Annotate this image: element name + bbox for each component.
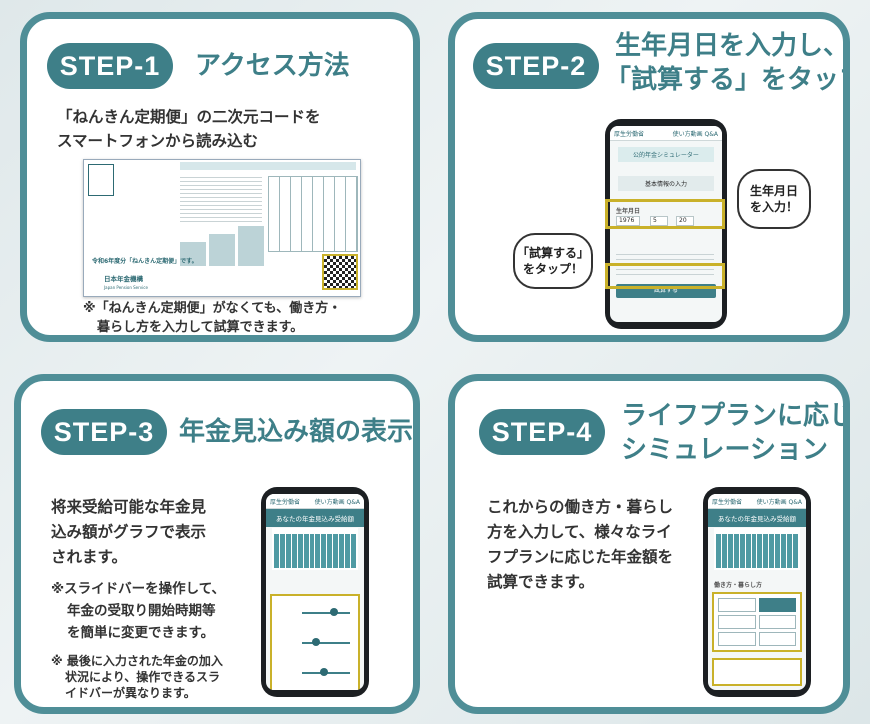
- step2-title-line2: 「試算する」をタップ: [605, 65, 850, 95]
- step1-card: STEP-1 アクセス方法 「ねんきん定期便」の二次元コードを スマートフォンか…: [20, 12, 420, 342]
- option-card[interactable]: [758, 615, 796, 629]
- step3-small-line1: ※ 最後に入力された年金の加入: [51, 654, 223, 668]
- step2-title-line1: 生年月日を入力し、: [615, 31, 850, 61]
- step3-screen: 厚生労働省使い方動画 Q&A あなたの年金見込み受給額: [266, 494, 364, 690]
- screen-top-bar: 厚生労働省使い方動画 Q&A: [610, 126, 722, 141]
- pension-bar-chart: [714, 528, 800, 570]
- step4-phone: 厚生労働省使い方動画 Q&A あなたの年金見込み受給額 働き方・暮らし方: [703, 487, 811, 697]
- step4-desc-line3: フプランに応じた年金額を: [487, 548, 674, 566]
- step1-desc-line2: スマートフォンから読み込む: [57, 132, 259, 150]
- step1-desc-line1: 「ねんきん定期便」の二次元コードを: [57, 108, 321, 126]
- step1-note-line2: 暮らし方を入力して試算できます。: [97, 320, 304, 335]
- slider-2[interactable]: [302, 642, 350, 644]
- result-header: あなたの年金見込み受給額: [708, 509, 806, 527]
- slider-panel: [270, 594, 360, 690]
- option-card[interactable]: [758, 632, 796, 646]
- option-card[interactable]: [718, 632, 756, 646]
- screen-top-bar: 厚生労働省使い方動画 Q&A: [266, 494, 364, 509]
- calculate-highlight: [605, 263, 725, 289]
- step4-badge: STEP-4: [479, 409, 605, 455]
- japan-pension-service-logo: 日本年金機構 Japan Pension Service: [104, 275, 148, 290]
- option-card-selected[interactable]: [758, 598, 796, 612]
- step3-note-line2: 年金の受取り開始時期等: [67, 603, 216, 619]
- result-header: あなたの年金見込み受給額: [266, 509, 364, 527]
- step2-phone: 厚生労働省使い方動画 Q&A 公的年金シミュレーター 基本情報の入力 生年月日 …: [605, 119, 727, 329]
- simulator-header: 公的年金シミュレーター: [618, 147, 714, 162]
- step3-note-line1: ※スライドバーを操作して、: [51, 581, 226, 597]
- step4-screen: 厚生労働省使い方動画 Q&A あなたの年金見込み受給額 働き方・暮らし方: [708, 494, 806, 690]
- lifestyle-section-label: 働き方・暮らし方: [714, 582, 763, 589]
- step3-desc-line2: 込み額がグラフで表示: [51, 523, 207, 541]
- step4-desc-line4: 試算できます。: [487, 573, 594, 591]
- birth-year-input[interactable]: 1976: [616, 216, 640, 226]
- document-header-row: [180, 162, 356, 170]
- basic-info-section: 基本情報の入力: [618, 176, 714, 191]
- slider-1[interactable]: [302, 612, 350, 614]
- step1-title: アクセス方法: [195, 51, 350, 81]
- step3-small-line2: 状況により、操作できるスラ: [65, 670, 221, 684]
- pension-bar-chart: [272, 528, 358, 570]
- step4-title-line2: シミュレーション: [621, 435, 828, 465]
- step2-badge: STEP-2: [473, 43, 599, 89]
- pension-notice-document: 令和6年度分「ねんきん定期便」です。 日本年金機構 Japan Pension …: [83, 159, 361, 297]
- step3-badge: STEP-3: [41, 409, 167, 455]
- screen-top-bar: 厚生労働省使い方動画 Q&A: [708, 494, 806, 509]
- step3-note-line3: を簡単に変更できます。: [67, 625, 215, 641]
- slider-3-thumb[interactable]: [320, 668, 328, 676]
- lifestyle-options-panel: [712, 592, 802, 652]
- slider-2-thumb[interactable]: [312, 638, 320, 646]
- step3-desc-line1: 将来受給可能な年金見: [51, 498, 207, 516]
- document-text-block: [180, 174, 262, 222]
- step3-desc-line3: されます。: [51, 548, 127, 566]
- document-notice-banner: 令和6年度分「ねんきん定期便」です。: [92, 258, 198, 265]
- option-card[interactable]: [718, 615, 756, 629]
- option-card[interactable]: [718, 598, 756, 612]
- period-input-panel[interactable]: [712, 658, 802, 686]
- document-table: [268, 176, 358, 252]
- step4-desc-line1: これからの働き方・暮らし: [487, 498, 674, 516]
- step3-card: STEP-3 年金見込み額の表示 将来受給可能な年金見 込み額がグラフで表示 さ…: [14, 374, 420, 714]
- step1-note-line1: ※「ねんきん定期便」がなくても、働き方・: [83, 301, 342, 316]
- step2-card: STEP-2 生年月日を入力し、 「試算する」をタップ 厚生労働省使い方動画 Q…: [448, 12, 850, 342]
- birth-label: 生年月日: [616, 208, 641, 215]
- birth-month-input[interactable]: 5: [650, 216, 668, 226]
- birth-day-input[interactable]: 20: [676, 216, 694, 226]
- document-pillars: [180, 226, 264, 266]
- bubble-tap-calculate: 「試算する」をタップ！: [513, 233, 593, 289]
- step3-phone: 厚生労働省使い方動画 Q&A あなたの年金見込み受給額: [261, 487, 369, 697]
- slider-1-thumb[interactable]: [330, 608, 338, 616]
- step3-small-line3: イドバーが異なります。: [65, 686, 196, 700]
- step1-badge: STEP-1: [47, 43, 173, 89]
- qr-code-icon[interactable]: [322, 254, 358, 290]
- birth-highlight: [605, 199, 725, 229]
- document-stamp: [88, 164, 114, 196]
- bubble-enter-birthdate: 生年月日を入力！: [737, 169, 811, 229]
- step4-desc-line2: 方を入力して、様々なライ: [487, 523, 672, 541]
- step3-title: 年金見込み額の表示: [179, 417, 414, 447]
